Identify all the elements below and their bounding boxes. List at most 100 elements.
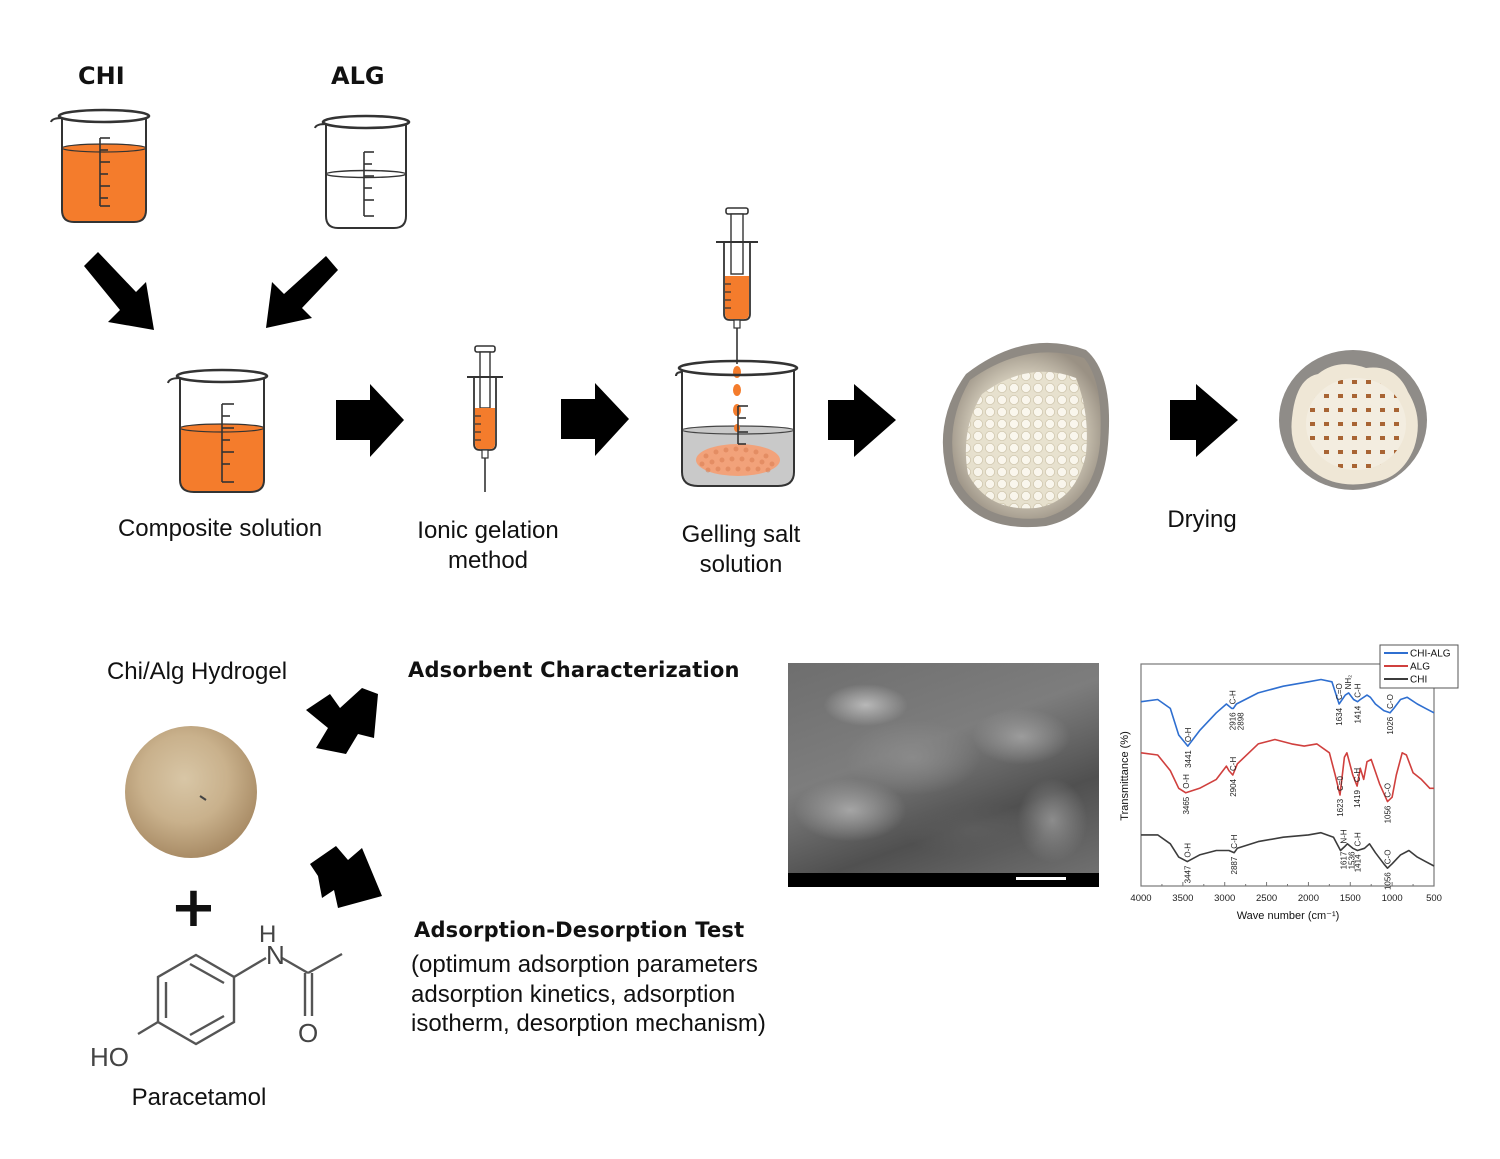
composite-solution-label: Composite solution: [117, 515, 323, 542]
peak-wavenumber: 2916: [1229, 712, 1238, 730]
adsorption-test-description: (optimum adsorption parameters adsorptio…: [411, 950, 766, 1039]
x-tick-label: 1000: [1382, 893, 1403, 904]
legend-label: CHI-ALG: [1410, 649, 1451, 660]
x-tick-label: 1500: [1340, 893, 1361, 904]
peak-wavenumber: 2898: [1237, 712, 1246, 730]
paracetamol-label: Paracetamol: [131, 1084, 267, 1111]
peak-wavenumber: 1419: [1353, 790, 1362, 808]
peak-wavenumber: 3441: [1184, 750, 1193, 768]
peak-group-label: C=0: [1336, 776, 1345, 791]
y-axis-label: Transmittance (%): [1119, 731, 1131, 820]
peak-group-label: N-H: [1340, 829, 1349, 843]
paracetamol-structure: N H O HO: [90, 921, 343, 1072]
peak-annotation: O-H 3465: [1182, 774, 1191, 815]
ionic-gelation-label-line2: method: [447, 547, 529, 574]
peak-annotation: C-O 1056: [1383, 783, 1392, 823]
ionic-gelation-label-line1: Ionic gelation: [417, 517, 559, 544]
peak-annotation: C-H 2887: [1230, 834, 1239, 874]
peak-annotation: C-H 2904: [1229, 757, 1238, 797]
characterization-title: Adsorbent Characterization: [408, 658, 740, 682]
sem-scale-bar: [1016, 877, 1066, 880]
clear-liquid-level: [325, 169, 407, 179]
arrow-right-1-icon: [336, 384, 404, 457]
arrow-right-4-icon: [1170, 384, 1238, 457]
x-tick-label: 500: [1426, 893, 1442, 904]
wet-beads-photo: [942, 342, 1110, 528]
arrow-right-2-icon: [561, 383, 629, 456]
atom-ho: HO: [90, 1042, 129, 1072]
dried-beads-photo: [1279, 350, 1427, 490]
legend-label: ALG: [1410, 662, 1430, 673]
alg-label: ALG: [331, 62, 385, 90]
x-tick-label: 3500: [1172, 893, 1193, 904]
peak-annotation: C=0 1623: [1336, 776, 1345, 817]
chi-label: CHI: [78, 62, 125, 90]
atom-o: O: [298, 1018, 318, 1048]
x-tick-label: 2000: [1298, 893, 1319, 904]
series-line-chi: [1141, 831, 1435, 869]
peak-group-label: C-O: [1383, 850, 1392, 865]
peak-wavenumber: 2904: [1229, 778, 1238, 796]
peak-group-label: NH₂: [1344, 675, 1353, 690]
plus-icon: +: [170, 875, 217, 940]
peak-wavenumber: 1414: [1353, 854, 1362, 872]
legend-label: CHI: [1410, 675, 1427, 686]
peak-annotation: C-O 1026: [1386, 694, 1395, 734]
peak-group-label: O-H: [1184, 727, 1193, 742]
alg-beaker-icon: [314, 114, 411, 229]
x-tick-label: 4000: [1130, 893, 1151, 904]
peak-wavenumber: 1026: [1386, 716, 1395, 734]
peak-wavenumber: 1414: [1353, 705, 1362, 723]
peak-wavenumber: 3447: [1183, 865, 1192, 883]
peak-wavenumber: 1056: [1383, 805, 1392, 823]
peak-group-label: O-H: [1183, 843, 1192, 858]
peak-group-label: C-O: [1386, 694, 1395, 709]
peak-wavenumber: 2887: [1230, 856, 1239, 874]
peak-annotation: C-H 1414: [1353, 683, 1362, 723]
peak-annotation: C-H 1414: [1353, 832, 1362, 872]
peak-group-label: O-H: [1182, 774, 1191, 789]
peak-group-label: C-H: [1230, 834, 1239, 848]
adsorption-test-title: Adsorption-Desorption Test: [414, 918, 745, 942]
sem-info-bar: [788, 873, 1099, 887]
syringe-icon: [467, 345, 503, 492]
arrow-up-right-icon: [306, 688, 378, 754]
peak-wavenumber: 1056: [1383, 872, 1392, 890]
peak-wavenumber: 1623: [1336, 798, 1345, 816]
peak-wavenumber: 1634: [1335, 707, 1344, 725]
x-tick-label: 3000: [1214, 893, 1235, 904]
peak-group-label: C-H: [1353, 832, 1362, 846]
atom-n: N: [266, 940, 285, 970]
chart-legend: CHI-ALG ALG CHI: [1379, 644, 1459, 689]
peak-wavenumber: 1536: [1348, 851, 1357, 869]
peak-group-label: C-O: [1383, 783, 1392, 798]
adsorption-desc-line: (optimum adsorption parameters: [411, 951, 758, 978]
peak-annotation: O-H 3447: [1183, 843, 1192, 884]
composite-beaker-icon: [167, 368, 269, 493]
hydrogel-photo: [125, 726, 257, 858]
arrow-down-right-icon: [84, 252, 154, 330]
chi-beaker-icon: [50, 108, 151, 223]
series-line-chi-alg: [1140, 678, 1435, 747]
peak-group-label: C-H: [1229, 757, 1238, 771]
atom-h: H: [259, 921, 276, 948]
orange-liquid: [62, 148, 146, 222]
peak-annotation: O-H 3441: [1184, 727, 1193, 768]
arrow-right-3-icon: [828, 384, 896, 457]
gelling-salt-beaker-icon: [675, 207, 799, 487]
x-axis-label: Wave number (cm⁻¹): [1237, 910, 1340, 922]
series-line-alg: [1140, 738, 1434, 803]
arrow-down-left-icon: [266, 256, 338, 328]
peak-group-label: C-H: [1229, 690, 1238, 704]
peak-annotation: C-O 1056: [1383, 850, 1392, 890]
peak-annotation: NH₂: [1344, 675, 1353, 690]
peak-wavenumber: 3465: [1182, 796, 1191, 814]
peak-wavenumber: 1617: [1340, 851, 1349, 869]
hydrogel-label: Chi/Alg Hydrogel: [106, 658, 288, 685]
peak-group-label: C-H: [1353, 683, 1362, 697]
